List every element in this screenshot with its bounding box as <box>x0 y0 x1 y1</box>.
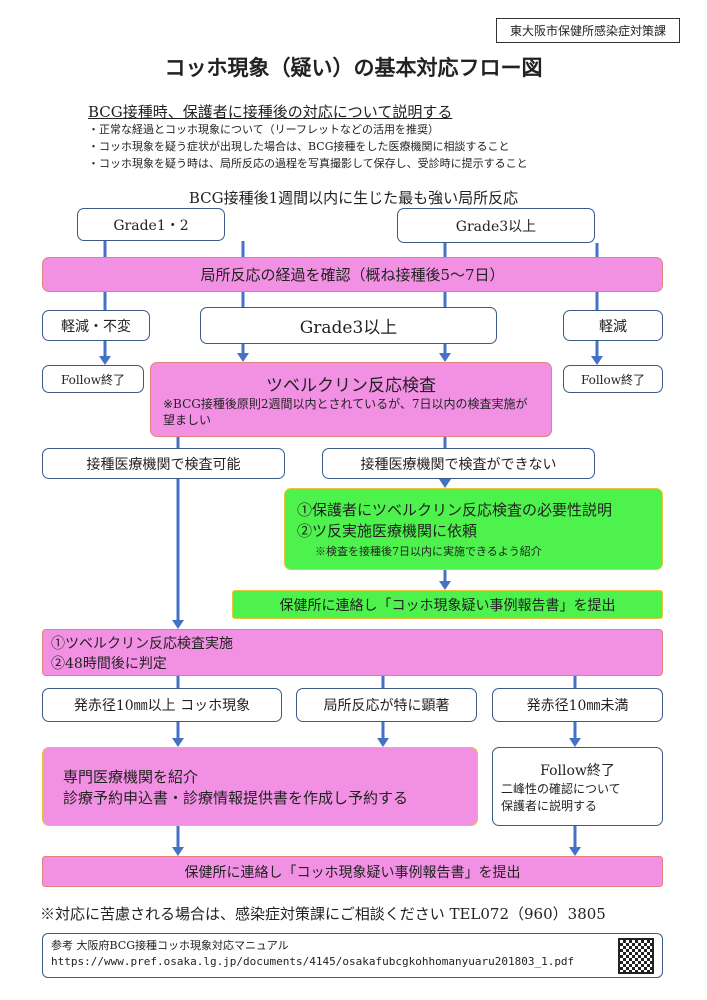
arrowhead-icon <box>439 353 451 362</box>
follow-end-left: Follow終了 <box>42 365 144 393</box>
cannot-test-box: 接種医療機関で検査ができない <box>322 448 595 479</box>
grade12-box: Grade1・2 <box>77 208 225 241</box>
can-test-box: 接種医療機関で検査可能 <box>42 448 285 479</box>
check-course-box: 局所反応の経過を確認（概ね接種後5～7日） <box>42 257 663 292</box>
arrowhead-icon <box>237 353 249 362</box>
reference-box: 参考 大阪府BCG接種コッホ現象対応マニュアル https://www.pref… <box>42 933 663 978</box>
follow-end-right: Follow終了 <box>563 365 663 393</box>
result-koch-box: 発赤径10㎜以上 コッホ現象 <box>42 688 282 722</box>
arrowhead-icon <box>172 738 184 747</box>
follow-final-title: Follow終了 <box>540 762 615 779</box>
test-judgement-box: ①ツベルクリン反応検査実施 ②48時間後に判定 <box>42 629 663 676</box>
arrowhead-icon <box>569 738 581 747</box>
intro-heading: BCG接種時、保護者に接種後の対応について説明する <box>88 103 453 121</box>
follow-final-line: 二峰性の確認について <box>501 781 621 796</box>
flow-question: BCG接種後1週間以内に生じた最も強い局所反応 <box>188 189 519 207</box>
department-label: 東大阪市保健所感染症対策課 <box>496 18 680 43</box>
arrowhead-icon <box>439 581 451 590</box>
tuberculin-box: ツベルクリン反応検査 ※BCG接種後原則2週間以内とされているが、7日以内の検査… <box>150 362 552 437</box>
report-box-2: 保健所に連絡し「コッホ現象疑い事例報告書」を提出 <box>42 856 663 887</box>
test-line: ①ツベルクリン反応検査実施 <box>51 635 233 652</box>
result-under-box: 発赤径10㎜未満 <box>492 688 663 722</box>
intro-bullet: ・コッホ現象を疑う時は、局所反応の過程を写真撮影して保存し、受診時に提示すること <box>88 157 528 170</box>
follow-final-box: Follow終了 二峰性の確認について 保護者に説明する <box>492 747 663 826</box>
arrowhead-icon <box>172 620 184 629</box>
green-line: ①保護者にツベルクリン反応検査の必要性説明 <box>297 501 613 519</box>
tuberculin-title: ツベルクリン反応検査 <box>266 376 436 396</box>
arrowhead-icon <box>439 479 451 488</box>
result-marked-box: 局所反応が特に顕著 <box>296 688 477 722</box>
qr-code-icon <box>618 938 654 974</box>
test-line: ②48時間後に判定 <box>51 655 167 672</box>
unchanged-box: 軽減・不変 <box>42 310 150 341</box>
follow-final-line: 保護者に説明する <box>501 798 598 813</box>
reduced-box: 軽減 <box>563 310 663 341</box>
green-note: ※検査を接種後7日以内に実施できるよう紹介 <box>315 545 542 558</box>
grade3-box: Grade3以上 <box>397 208 595 243</box>
green-line: ②ツ反実施医療機関に依頼 <box>297 522 478 540</box>
refer-specialist-box: 専門医療機関を紹介 診療予約申込書・診療情報提供書を作成し予約する <box>42 747 478 826</box>
report-box-1: 保健所に連絡し「コッホ現象疑い事例報告書」を提出 <box>232 590 663 619</box>
arrowhead-icon <box>591 356 603 365</box>
grade3-mid-box: Grade3以上 <box>200 307 497 344</box>
arrowhead-icon <box>99 356 111 365</box>
refer-line: 診療予約申込書・診療情報提供書を作成し予約する <box>63 788 409 807</box>
consult-note: ※対応に苦慮される場合は、感染症対策課にご相談ください TEL072（960）3… <box>40 905 606 923</box>
intro-bullet: ・コッホ現象を疑う症状が出現した場合は、BCG接種をした医療機関に相談すること <box>88 140 510 153</box>
arrowhead-icon <box>569 847 581 856</box>
intro-bullet: ・正常な経過とコッホ現象について（リーフレットなどの活用を推奨） <box>88 123 440 136</box>
arrowhead-icon <box>172 847 184 856</box>
reference-label: 参考 大阪府BCG接種コッホ現象対応マニュアル <box>51 939 289 952</box>
guardian-explanation-box: ①保護者にツベルクリン反応検査の必要性説明 ②ツ反実施医療機関に依頼 ※検査を接… <box>284 488 663 570</box>
page-title: コッホ現象（疑い）の基本対応フロー図 <box>164 55 543 80</box>
reference-url[interactable]: https://www.pref.osaka.lg.jp/documents/4… <box>51 955 575 968</box>
refer-line: 専門医療機関を紹介 <box>63 767 199 786</box>
tuberculin-note: ※BCG接種後原則2週間以内とされているが、7日以内の検査実施が望ましい <box>163 397 528 427</box>
arrowhead-icon <box>377 738 389 747</box>
